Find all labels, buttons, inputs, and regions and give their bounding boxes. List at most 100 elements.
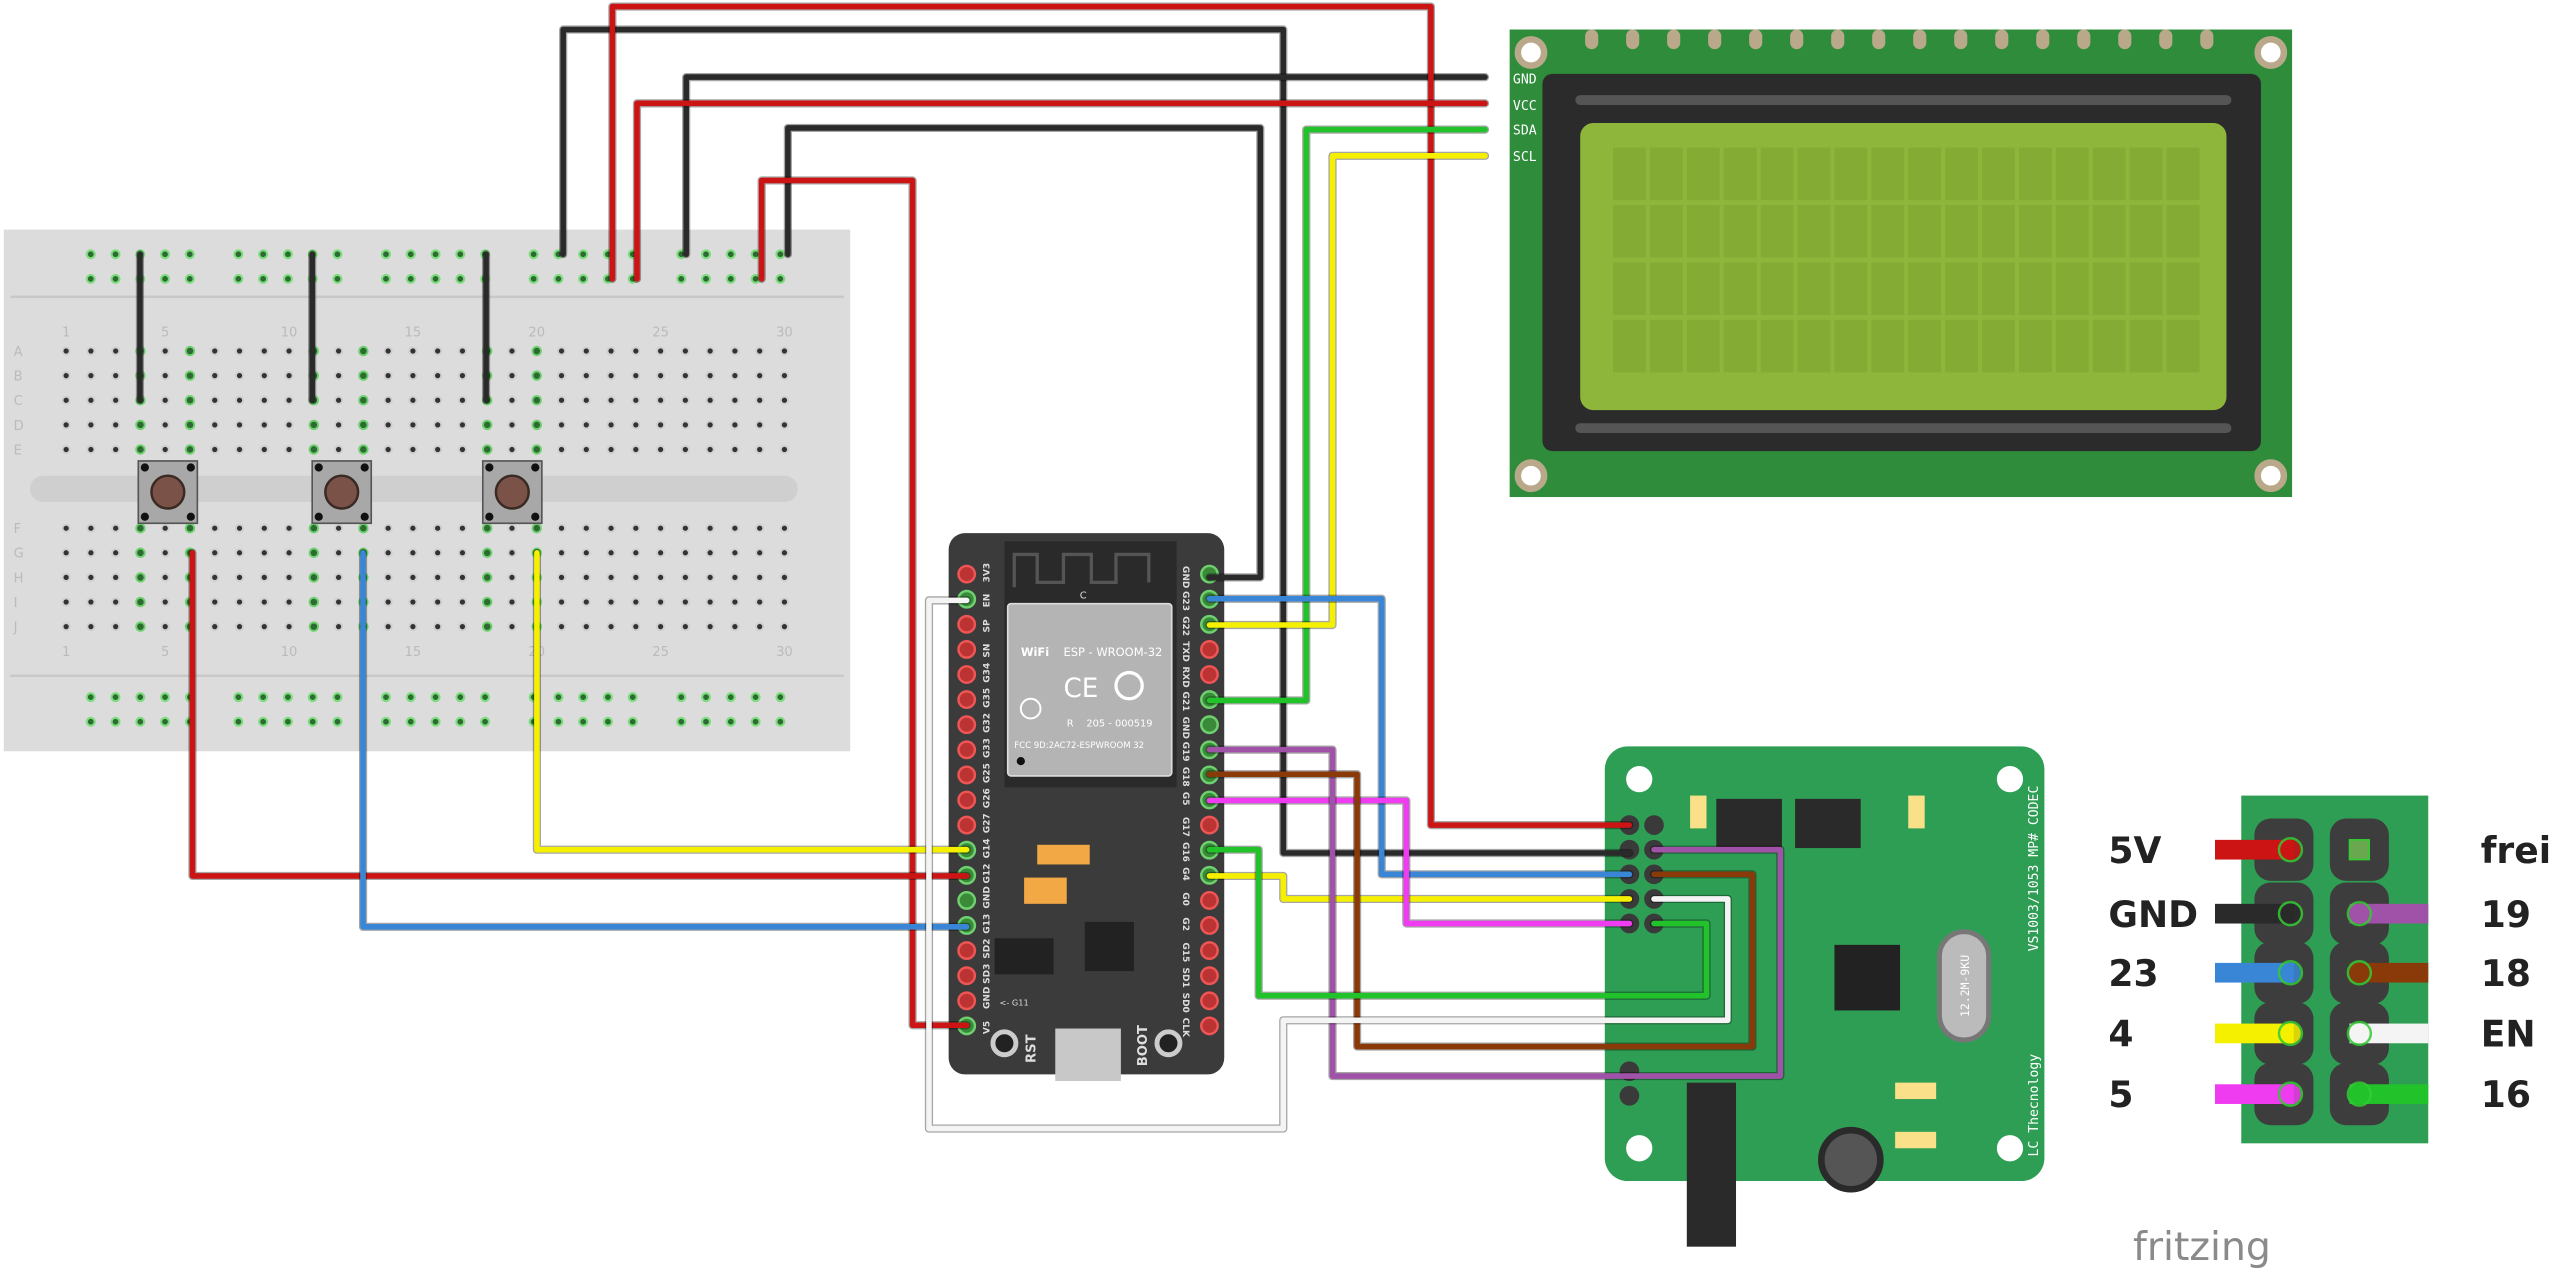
rail-hole [627,716,638,727]
breadboard-hole [111,346,121,356]
esp32-pin-label: G32 [983,713,993,733]
esp32-pin [957,966,977,986]
button-leg [360,463,369,472]
button-leg [186,463,195,472]
lcd-display: GND VCC SDA SCL [1509,29,2293,498]
rst-label: RST [1025,1034,1040,1063]
legend-label-right: 18 [2481,953,2531,995]
rail-hole [430,249,441,260]
breadboard-hole [111,420,121,430]
esp32-pin [957,564,977,584]
breadboard-hole [556,523,567,533]
breadboard-hole [234,346,245,356]
breadboard-hole [481,444,493,455]
rail-hole [676,716,687,727]
green-wire [1206,846,1710,999]
breadboard-hole [61,622,71,632]
lcd-cell [2166,262,2200,315]
rail-hole [307,692,318,703]
breadboard-hole [556,622,567,632]
breadboard-hole [160,395,170,405]
header-pin [2077,29,2091,50]
breadboard-hole [259,572,269,583]
esp32-pin-label: G18 [1180,767,1190,787]
breadboard-hole [234,371,245,381]
rst-button[interactable] [990,1029,1019,1058]
fritzing-watermark: fritzing [2133,1224,2271,1268]
breadboard-hole [705,548,715,558]
lcd-cell [1871,262,1905,315]
rail-hole [430,273,441,284]
button-cap [150,474,186,510]
boot-button[interactable] [1154,1029,1183,1058]
breadboard-hole [383,548,393,558]
breadboard-hole [631,395,641,405]
lcd-cell [1945,205,1978,258]
breadboard-hole [606,523,616,533]
breadboard-hole [61,523,71,533]
breadboard-hole [606,622,616,632]
rail-hole [578,249,589,260]
breadboard-hole [160,371,170,381]
breadboard-hole [408,371,418,381]
breadboard-hole [86,548,96,558]
capacitor [1895,1131,1937,1149]
button-leg [531,512,540,521]
breadboard-hole [408,444,418,455]
breadboard-hole [135,547,146,559]
breadboard-hole [705,444,715,455]
breadboard-hole [631,597,641,607]
lcd-cell [1908,147,1942,201]
breadboard-hole [234,622,245,632]
breadboard-hole [383,346,393,356]
breadboard-hole [606,444,616,455]
rail-hole [184,273,195,284]
breadboard-hole [184,370,196,381]
esp32-pin-label: GND [1180,566,1190,589]
breadboard-hole [457,622,468,632]
legend-label-left: GND [2108,894,2198,936]
rail-hole [725,249,736,260]
rail-hole [480,716,491,727]
breadboard-hole [705,395,715,405]
breadboard-hole [507,597,517,607]
breadboard-hole [284,548,294,558]
rail-hole [405,692,416,703]
column-label: 5 [161,325,169,340]
lcd-character-grid [1612,147,2200,373]
esp32-pin-label: G4 [1180,867,1190,881]
breadboard-hole [259,395,269,405]
breadboard-hole [755,420,765,430]
breadboard-hole [680,572,690,583]
lcd-cell [2129,147,2163,201]
breadboard-hole [61,420,71,430]
breadboard-hole [210,371,220,381]
lcd-cell [1982,147,2015,201]
breadboard-hole [210,395,220,405]
header-pin [1626,29,1640,50]
esp32-pin [1200,639,1219,659]
breadboard-hole [234,572,245,583]
lcd-cell [1797,147,1831,201]
header-pin [2346,1081,2373,1107]
breadboard-hole [631,444,641,455]
lcd-cell [1797,262,1831,315]
breadboard-hole [481,419,493,431]
breadboard-hole [507,420,517,430]
breadboard-hole [61,572,71,583]
breadboard-hole [556,548,567,558]
lcd-cell [1760,319,1794,373]
rf-shield [1006,602,1173,777]
lcd-cell [2129,319,2163,373]
rail-hole [85,716,96,727]
micro-usb-port[interactable] [1055,1028,1121,1081]
lcd-cell [1982,262,2015,315]
rail-hole [528,249,539,260]
rail-hole [332,273,343,284]
breadboard-hole [730,444,740,455]
breadboard-hole [556,371,567,381]
column-label: 20 [528,325,545,340]
breadboard-hole [631,371,641,381]
breadboard-hole [656,622,666,632]
header-pin [1749,29,1763,50]
